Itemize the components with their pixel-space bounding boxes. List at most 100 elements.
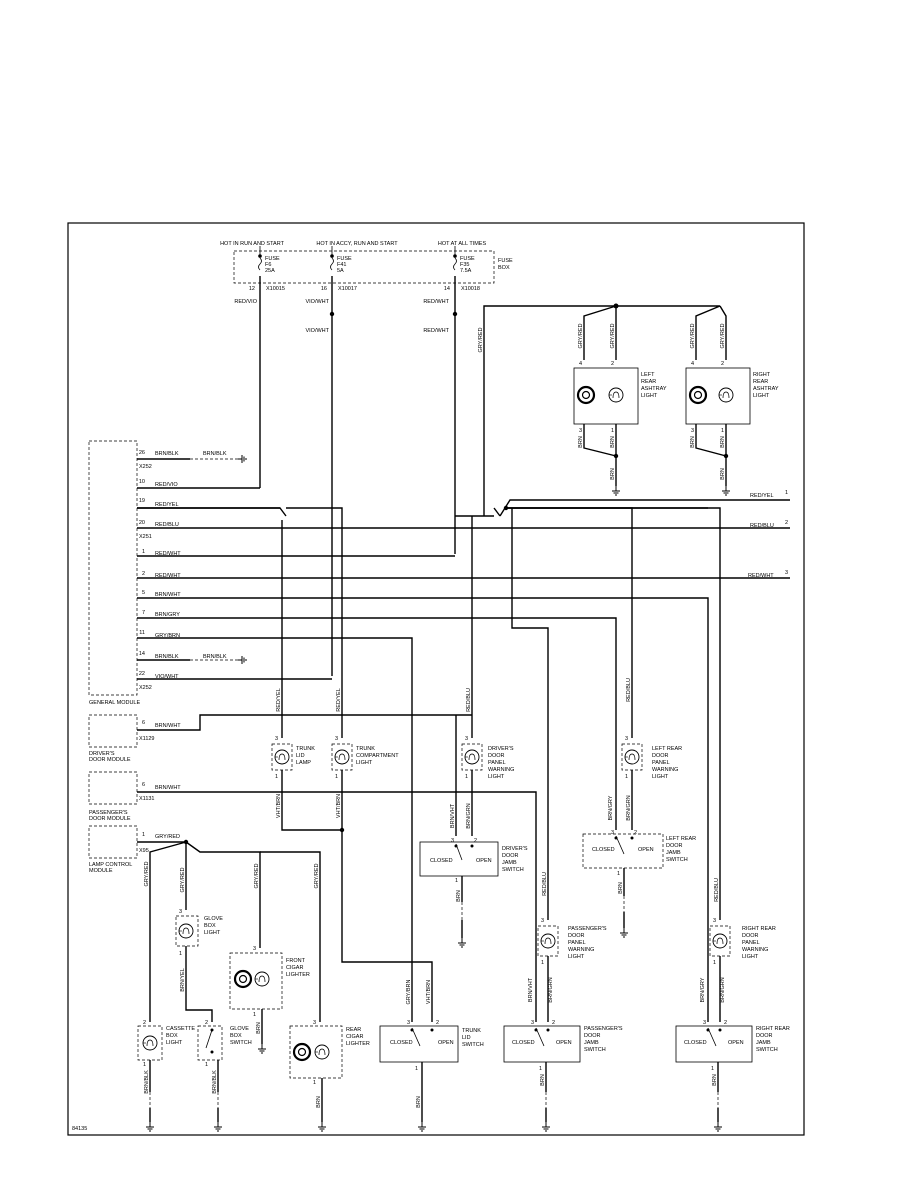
svg-text:BRN: BRN [316,1096,322,1108]
svg-text:RED/YEL: RED/YEL [276,688,282,712]
svg-text:VHT/BRN: VHT/BRN [426,980,432,1004]
svg-text:1: 1 [275,774,278,780]
svg-text:BRN: BRN [720,436,726,448]
ashtray-lighter-icon [576,385,596,405]
left-rear-door-jamb-switch: BRN/GRY BRN/GRN 3 2 CLOSED OPEN LEFT REA… [582,795,696,938]
svg-text:PANEL: PANEL [568,940,586,946]
svg-text:BOX: BOX [498,265,510,271]
general-module: GENERAL MODULE 26 BRN/BLK BRN/BLK X252 1… [88,440,227,706]
svg-text:X252: X252 [139,464,152,470]
svg-text:2: 2 [721,361,724,367]
svg-text:LIGHTER: LIGHTER [346,1041,370,1047]
svg-text:14: 14 [444,286,450,292]
svg-text:SWITCH: SWITCH [756,1047,778,1053]
svg-text:RED/WHT: RED/WHT [748,573,774,579]
svg-text:REAR: REAR [753,379,768,385]
ground-icon [145,1121,155,1132]
red-yel-feed [455,305,790,920]
svg-text:RED/VIO: RED/VIO [155,482,178,488]
svg-text:DRIVER'S: DRIVER'S [488,746,514,752]
svg-text:LIGHT: LIGHT [753,393,770,399]
svg-text:BRN/GRY: BRN/GRY [155,612,180,618]
right-output-labels: RED/YEL 1 RED/BLU 2 RED/WHT 3 [748,490,788,579]
svg-text:1: 1 [539,1066,542,1072]
svg-text:5: 5 [142,590,145,596]
svg-text:ASHTRAY: ASHTRAY [753,386,779,392]
svg-text:SWITCH: SWITCH [462,1042,484,1048]
ground-icon [213,1121,223,1132]
svg-text:22: 22 [139,671,145,677]
right-rear-door-warning-light: RED/BLU 3 RIGHT REAR DOOR PANEL WARNING … [709,878,776,1022]
svg-text:X10018: X10018 [461,286,480,292]
svg-text:1: 1 [179,951,182,957]
svg-text:RED/YEL: RED/YEL [155,502,179,508]
lamp-bulb-icon [334,749,350,765]
svg-text:BRN: BRN [712,1074,718,1086]
svg-text:F41: F41 [337,262,346,268]
svg-text:RED/WHT: RED/WHT [155,551,181,557]
svg-text:3: 3 [179,909,182,915]
svg-text:LIGHT: LIGHT [641,393,658,399]
svg-text:OPEN: OPEN [476,858,492,864]
ground-icon [257,1043,267,1054]
svg-text:GRY/RED: GRY/RED [180,867,186,892]
svg-text:VIO/WHT: VIO/WHT [305,328,329,334]
ground-icon [417,1121,427,1132]
svg-text:BRN: BRN [578,436,584,448]
svg-text:2: 2 [724,1020,727,1026]
svg-text:GRY/BRN: GRY/BRN [155,633,180,639]
svg-text:3: 3 [611,830,614,836]
svg-text:RED/BLU: RED/BLU [466,688,472,712]
svg-text:X1129: X1129 [139,736,155,742]
svg-text:PASSENGER'S: PASSENGER'S [584,1026,623,1032]
svg-text:GLOVE: GLOVE [204,916,223,922]
svg-text:3: 3 [465,736,468,742]
svg-text:GRY/RED: GRY/RED [155,834,180,840]
svg-text:DOOR: DOOR [502,853,519,859]
lamp-bulb-icon [314,1044,330,1060]
svg-text:SWITCH: SWITCH [502,867,524,873]
svg-text:BRN: BRN [416,1096,422,1108]
svg-text:F35: F35 [460,262,469,268]
svg-text:16: 16 [321,286,327,292]
svg-text:RED/YEL: RED/YEL [750,493,774,499]
svg-text:3: 3 [451,838,454,844]
svg-text:JAMB: JAMB [584,1040,599,1046]
svg-text:GRY/RED: GRY/RED [254,863,260,888]
svg-text:CLOSED: CLOSED [512,1040,535,1046]
svg-text:BRN/BLK: BRN/BLK [155,451,179,457]
svg-text:WARNING: WARNING [742,947,768,953]
svg-text:ASHTRAY: ASHTRAY [641,386,667,392]
diagram-number: 84135 [72,1126,87,1132]
svg-text:2: 2 [142,571,145,577]
svg-text:RED/WHT: RED/WHT [155,573,181,579]
svg-text:VHT/BRN: VHT/BRN [276,794,282,818]
svg-text:2: 2 [205,1020,208,1026]
svg-text:20: 20 [139,520,145,526]
svg-text:X252: X252 [139,685,152,691]
cigar-lighter-icon [292,1042,312,1062]
general-module-label: GENERAL MODULE [89,700,140,706]
lamp-bulb-icon [274,749,290,765]
trunk-compartment-light: RED/YEL 3 TRUNK COMPARTMENT LIGHT 1 VHT/… [331,688,433,1022]
lamp-control-module: 1 GRY/RED X95 LAMP CONTROL MODULE [88,825,321,1022]
svg-text:BRN/GRN: BRN/GRN [720,977,726,1002]
svg-text:26: 26 [139,450,145,456]
svg-text:3: 3 [785,570,788,576]
lamp-bulb-icon [540,933,556,949]
lamp-bulb-icon [464,749,480,765]
svg-text:12: 12 [249,286,255,292]
svg-text:3: 3 [313,1020,316,1026]
svg-text:SWITCH: SWITCH [230,1040,252,1046]
svg-text:BRN/GRN: BRN/GRN [626,795,632,820]
svg-text:LIGHT: LIGHT [742,954,759,960]
svg-text:BRN/BLK: BRN/BLK [212,1070,218,1094]
svg-text:1: 1 [785,490,788,496]
svg-text:GLOVE: GLOVE [230,1026,249,1032]
svg-text:BRN: BRN [618,882,624,894]
fuse-box-label: FUSE [498,258,513,264]
svg-text:DOOR MODULE: DOOR MODULE [89,816,131,822]
svg-text:OPEN: OPEN [638,847,654,853]
rear-cigar-lighter: GRY/RED 3 REAR CIGAR LIGHTER 1 BRN [289,863,370,1132]
